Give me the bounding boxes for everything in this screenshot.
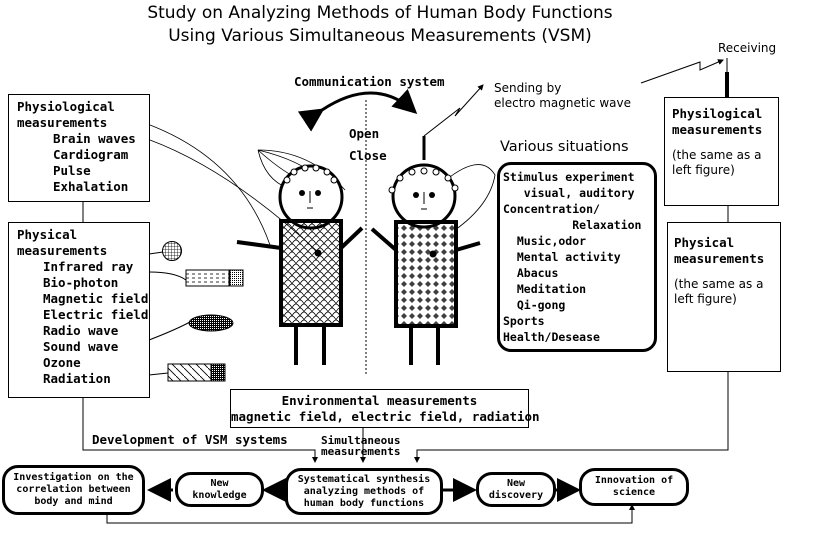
right-physical-note: (the same as a: [674, 277, 764, 291]
situation-item: Qi-gong: [503, 298, 566, 312]
right-human-figure: [370, 163, 496, 365]
diagram-title-line1: Study on Analyzing Methods of Human Body…: [147, 3, 613, 23]
new-discovery-label: New discovery: [488, 477, 544, 501]
right-physical-heading2: measurements: [674, 251, 765, 266]
synthesis-box: Systematical synthesis analyzing methods…: [285, 468, 443, 515]
left-physical-item: Radiation: [43, 371, 111, 386]
situation-item: Meditation: [503, 282, 587, 296]
situation-item: Health/Desease: [503, 330, 600, 344]
right-physiological-heading: Physilogical: [672, 106, 763, 121]
feedback-line: [106, 504, 635, 524]
new-discovery-box: New discovery: [476, 472, 556, 507]
development-line-left: [82, 397, 318, 463]
left-physical-item: Infrared ray: [43, 259, 134, 274]
left-human-figure: [149, 124, 364, 365]
situation-item: visual, auditory: [503, 186, 635, 200]
left-physiological-heading: Physiological: [17, 99, 115, 114]
left-physiological-item: Brain waves: [53, 131, 136, 146]
left-physical-item: Radio wave: [43, 323, 119, 338]
development-line-right: [414, 372, 729, 463]
environmental-heading: Environmental measurements: [281, 393, 478, 408]
receiving-label: Receiving: [718, 41, 777, 55]
left-physical-item: Electric field: [43, 307, 149, 322]
open-label: Open: [349, 126, 380, 141]
innovation-box: Innovation of science: [579, 468, 689, 506]
right-physiological-box: Physilogical measurements (the same as a…: [664, 97, 779, 206]
right-physical-heading: Physical: [674, 235, 735, 250]
situation-item: Concentration/: [503, 202, 600, 216]
innovation-label: Innovation of science: [594, 475, 674, 498]
communication-arc: [297, 88, 418, 132]
left-physical-item: Bio-photon: [43, 275, 119, 290]
right-physical-box: Physical measurements (the same as a lef…: [667, 222, 781, 372]
situations-box: Stimulus experiment visual, auditory Con…: [497, 162, 657, 352]
left-physical-heading2: measurements: [17, 243, 108, 258]
synthesis-label: Systematical synthesis analyzing methods…: [297, 473, 431, 509]
situations-heading: Various situations: [500, 139, 629, 155]
left-physiological-item: Cardiogram: [53, 147, 129, 162]
sending-label-line2: electro magnetic wave: [494, 96, 631, 110]
left-physical-box: Physical measurements Infrared ray Bio-p…: [8, 222, 150, 398]
left-physiological-heading2: measurements: [17, 115, 108, 130]
left-physical-item: Sound wave: [43, 339, 119, 354]
close-label: Close: [349, 148, 387, 163]
sending-label-line1: Sending by: [494, 81, 562, 95]
right-physiological-note: (the same as a: [672, 148, 762, 162]
situation-item: Relaxation: [503, 218, 642, 232]
left-physical-item: Magnetic field: [43, 291, 149, 306]
right-physiological-heading2: measurements: [672, 122, 763, 137]
environmental-box: Environmental measurements magnetic fiel…: [230, 389, 540, 428]
communication-system-label: Communication system: [294, 74, 445, 89]
left-physiological-item: Exhalation: [53, 179, 129, 194]
simultaneous-label-line1: Simultaneous: [321, 434, 401, 447]
new-knowledge-label: New knowledge: [192, 477, 247, 501]
situation-item: Mental activity: [503, 250, 621, 264]
measurement-devices: [148, 241, 244, 382]
left-physiological-box: Physiological measurements Brain waves C…: [8, 94, 150, 202]
situation-item: Sports: [503, 314, 545, 328]
right-physiological-note2: left figure): [672, 163, 735, 177]
environmental-items: magnetic field, electric field, radiatio…: [231, 409, 540, 424]
left-physiological-item: Pulse: [53, 163, 91, 178]
situation-item: Stimulus experiment: [503, 170, 635, 184]
simultaneous-label-line2: measurements: [321, 445, 401, 458]
right-physical-note2: left figure): [674, 292, 737, 306]
investigation-label: Investigation on the correlation between…: [13, 472, 134, 507]
left-physical-heading: Physical: [17, 227, 78, 242]
sending-wave-arrow: [423, 84, 484, 137]
situation-item: Music,odor: [503, 234, 587, 248]
receiving-wave-arrow: [640, 59, 724, 84]
investigation-box: Investigation on the correlation between…: [2, 465, 145, 515]
new-knowledge-box: New knowledge: [175, 472, 264, 507]
development-label: Development of VSM systems: [92, 432, 288, 447]
diagram-title-line2: Using Various Simultaneous Measurements …: [168, 26, 592, 46]
situation-item: Abacus: [503, 266, 559, 280]
left-physical-item: Ozone: [43, 355, 81, 370]
